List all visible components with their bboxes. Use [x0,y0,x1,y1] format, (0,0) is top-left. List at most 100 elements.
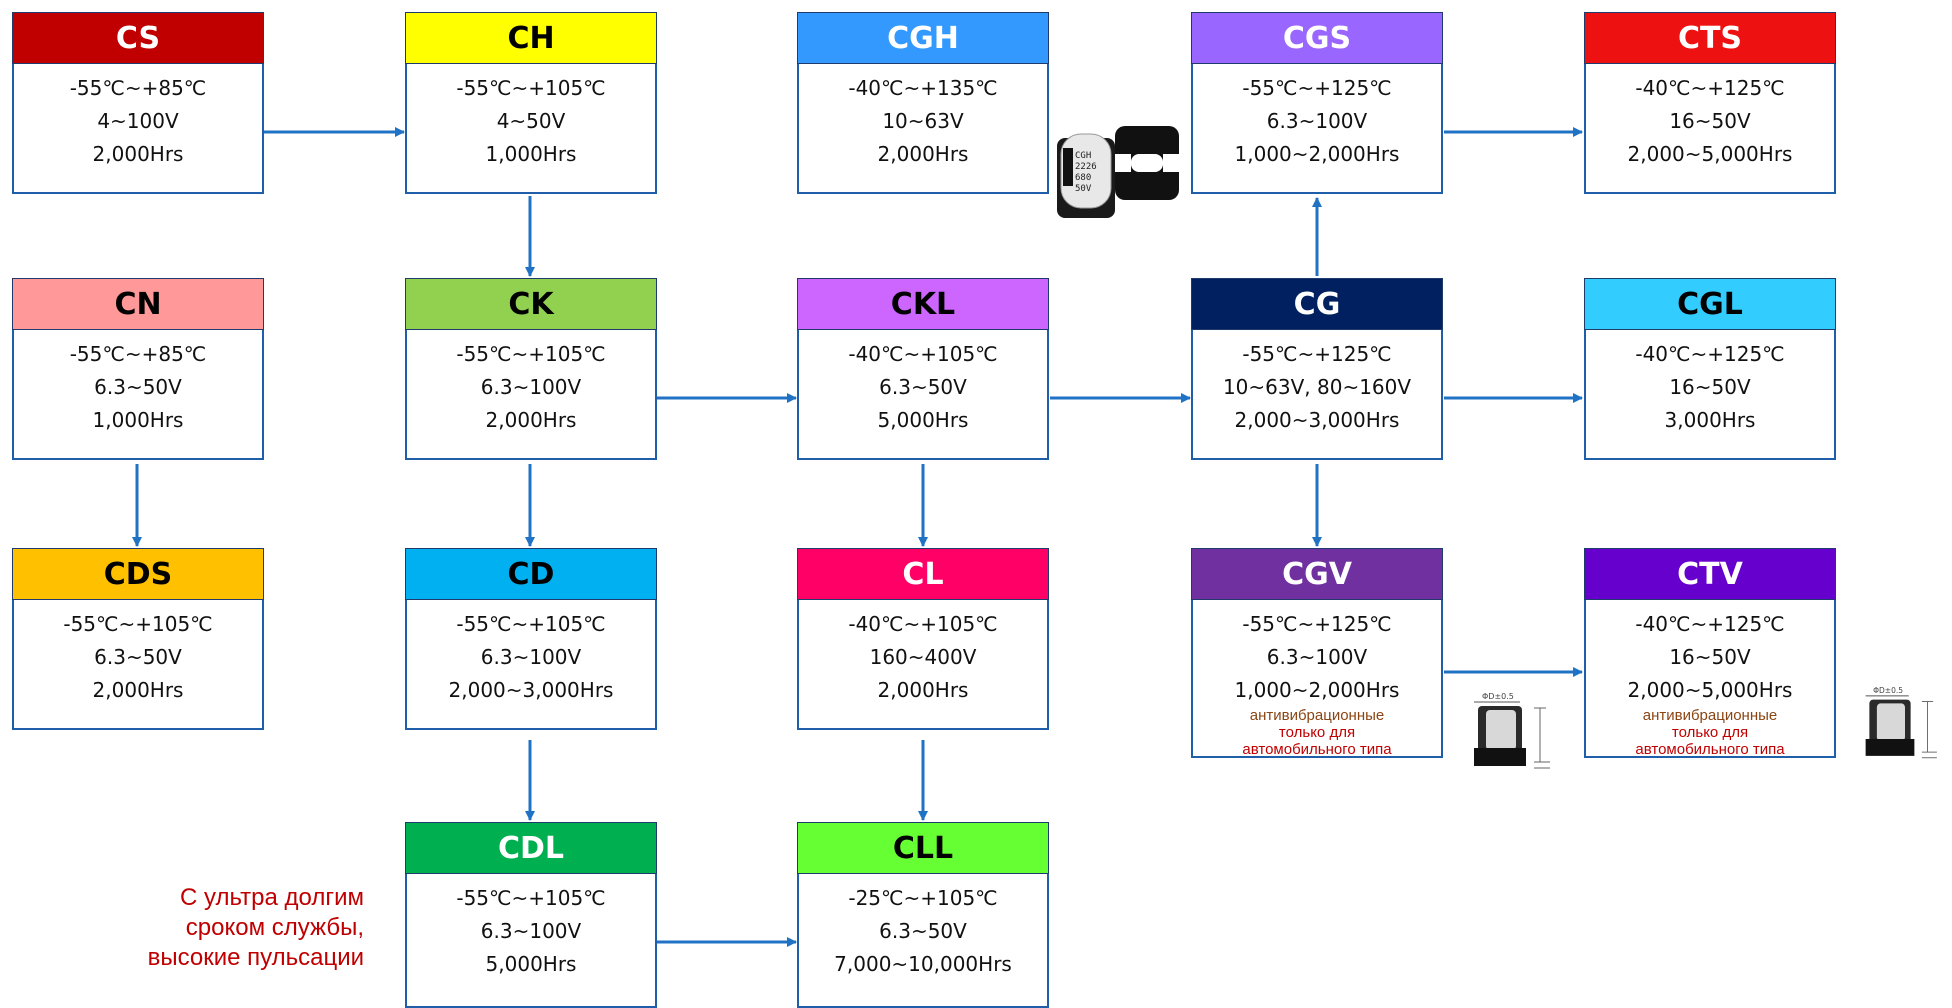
spec-lifetime: 5,000Hrs [877,408,969,432]
node-cgv-specs: -55℃~+125℃ 6.3~100V 1,000~2,000Hrs антив… [1191,600,1443,758]
marking-line: CGH [1075,151,1091,161]
long-life-note: С ультра долгим сроком службы, высокие п… [80,883,364,973]
note-line: только для [1278,724,1356,741]
spec-voltage: 4~100V [97,109,179,133]
spec-voltage: 6.3~50V [94,645,182,669]
marking-line: 680 [1075,173,1091,183]
spec-voltage: 6.3~50V [94,375,182,399]
spec-temperature: -40℃~+125℃ [1635,76,1785,100]
spec-temperature: -40℃~+125℃ [1635,342,1785,366]
node-cds-title: CDS [12,548,264,600]
node-cgh-specs: -40℃~+135℃ 10~63V 2,000Hrs [797,64,1049,194]
note-line: С ультра долгим [180,884,364,911]
spec-lifetime: 2,000Hrs [92,678,184,702]
node-cts: CTS -40℃~+125℃ 16~50V 2,000~5,000Hrs [1584,12,1836,194]
spec-temperature: -25℃~+105℃ [848,886,998,910]
spec-voltage: 6.3~100V [1266,645,1368,669]
marking-line: 2226 [1075,162,1097,172]
node-ctv-specs: -40℃~+125℃ 16~50V 2,000~5,000Hrs антивиб… [1584,600,1836,758]
note-line: антивибрационные [1249,707,1385,724]
node-cdl-specs: -55℃~+105℃ 6.3~100V 5,000Hrs [405,874,657,1008]
spec-lifetime: 2,000Hrs [485,408,577,432]
node-cg-specs: -55℃~+125℃ 10~63V, 80~160V 2,000~3,000Hr… [1191,330,1443,460]
spec-lifetime: 2,000Hrs [877,678,969,702]
note-line: только для [1671,724,1749,741]
node-cgs-title: CGS [1191,12,1443,64]
node-cn-title: CN [12,278,264,330]
spec-voltage: 10~63V, 80~160V [1222,375,1412,399]
spec-temperature: -55℃~+125℃ [1242,76,1392,100]
capacitor-drawing-cgv: ΦD±0.5 [1474,692,1550,769]
diameter-label: ΦD±0.5 [1873,686,1903,695]
spec-temperature: -40℃~+125℃ [1635,612,1785,636]
node-ch-specs: -55℃~+105℃ 4~50V 1,000Hrs [405,64,657,194]
capacitor-photo-cgh: CGH 2226 680 50V [1057,126,1179,218]
spec-lifetime: 3,000Hrs [1664,408,1756,432]
node-ch-title: CH [405,12,657,64]
note-line: автомобильного типа [1635,741,1785,758]
spec-temperature: -55℃~+105℃ [456,342,606,366]
node-cgl-title: CGL [1584,278,1836,330]
node-ck-specs: -55℃~+105℃ 6.3~100V 2,000Hrs [405,330,657,460]
node-cd: CD -55℃~+105℃ 6.3~100V 2,000~3,000Hrs [405,548,657,730]
spec-temperature: -55℃~+85℃ [69,76,207,100]
node-cgs: CGS -55℃~+125℃ 6.3~100V 1,000~2,000Hrs [1191,12,1443,194]
node-ck-title: CK [405,278,657,330]
node-cs: CS -55℃~+85℃ 4~100V 2,000Hrs [12,12,264,194]
node-cn: CN -55℃~+85℃ 6.3~50V 1,000Hrs [12,278,264,460]
spec-voltage: 6.3~50V [879,375,967,399]
spec-lifetime: 1,000Hrs [92,408,184,432]
spec-temperature: -55℃~+105℃ [456,886,606,910]
note-line: антивибрационные [1642,707,1778,724]
spec-voltage: 6.3~100V [480,645,582,669]
spec-voltage: 6.3~100V [480,919,582,943]
node-cgv-title: CGV [1191,548,1443,600]
spec-lifetime: 2,000Hrs [92,142,184,166]
spec-voltage: 160~400V [869,645,977,669]
node-cts-specs: -40℃~+125℃ 16~50V 2,000~5,000Hrs [1584,64,1836,194]
node-cll-specs: -25℃~+105℃ 6.3~50V 7,000~10,000Hrs [797,874,1049,1008]
node-ckl-title: CKL [797,278,1049,330]
spec-temperature: -40℃~+135℃ [848,76,998,100]
capacitor-drawing-ctv: ΦD±0.5 [1865,686,1937,759]
node-cgl: CGL -40℃~+125℃ 16~50V 3,000Hrs [1584,278,1836,460]
spec-lifetime: 2,000~5,000Hrs [1627,678,1793,702]
node-ctv-note: антивибрационные только для автомобильно… [1586,707,1834,758]
node-ckl-specs: -40℃~+105℃ 6.3~50V 5,000Hrs [797,330,1049,460]
spec-lifetime: 7,000~10,000Hrs [834,952,1012,976]
spec-voltage: 6.3~50V [879,919,967,943]
spec-lifetime: 2,000~3,000Hrs [1234,408,1400,432]
node-cll: CLL -25℃~+105℃ 6.3~50V 7,000~10,000Hrs [797,822,1049,1008]
node-ctv: CTV -40℃~+125℃ 16~50V 2,000~5,000Hrs ант… [1584,548,1836,758]
note-line: автомобильного типа [1242,741,1392,758]
spec-voltage: 16~50V [1669,375,1751,399]
node-cd-title: CD [405,548,657,600]
node-cg: CG -55℃~+125℃ 10~63V, 80~160V 2,000~3,00… [1191,278,1443,460]
node-cgs-specs: -55℃~+125℃ 6.3~100V 1,000~2,000Hrs [1191,64,1443,194]
spec-temperature: -55℃~+125℃ [1242,612,1392,636]
node-cgv: CGV -55℃~+125℃ 6.3~100V 1,000~2,000Hrs а… [1191,548,1443,758]
spec-temperature: -40℃~+105℃ [848,612,998,636]
node-cts-title: CTS [1584,12,1836,64]
node-cds: CDS -55℃~+105℃ 6.3~50V 2,000Hrs [12,548,264,730]
spec-voltage: 10~63V [882,109,964,133]
spec-lifetime: 2,000~3,000Hrs [448,678,614,702]
polarity-band [1063,148,1073,186]
node-cgl-specs: -40℃~+125℃ 16~50V 3,000Hrs [1584,330,1836,460]
spec-temperature: -55℃~+105℃ [63,612,213,636]
capacitor-top-view [1115,126,1179,200]
node-ctv-title: CTV [1584,548,1836,600]
spec-voltage: 16~50V [1669,645,1751,669]
node-cgh: CGH -40℃~+135℃ 10~63V 2,000Hrs [797,12,1049,194]
spec-temperature: -55℃~+105℃ [456,76,606,100]
spec-temperature: -55℃~+125℃ [1242,342,1392,366]
node-ch: CH -55℃~+105℃ 4~50V 1,000Hrs [405,12,657,194]
node-cll-title: CLL [797,822,1049,874]
note-line: сроком службы, [185,914,364,941]
spec-lifetime: 1,000~2,000Hrs [1234,142,1400,166]
spec-voltage: 16~50V [1669,109,1751,133]
marking-line: 50V [1075,184,1092,194]
spec-lifetime: 2,000~5,000Hrs [1627,142,1793,166]
node-cd-specs: -55℃~+105℃ 6.3~100V 2,000~3,000Hrs [405,600,657,730]
